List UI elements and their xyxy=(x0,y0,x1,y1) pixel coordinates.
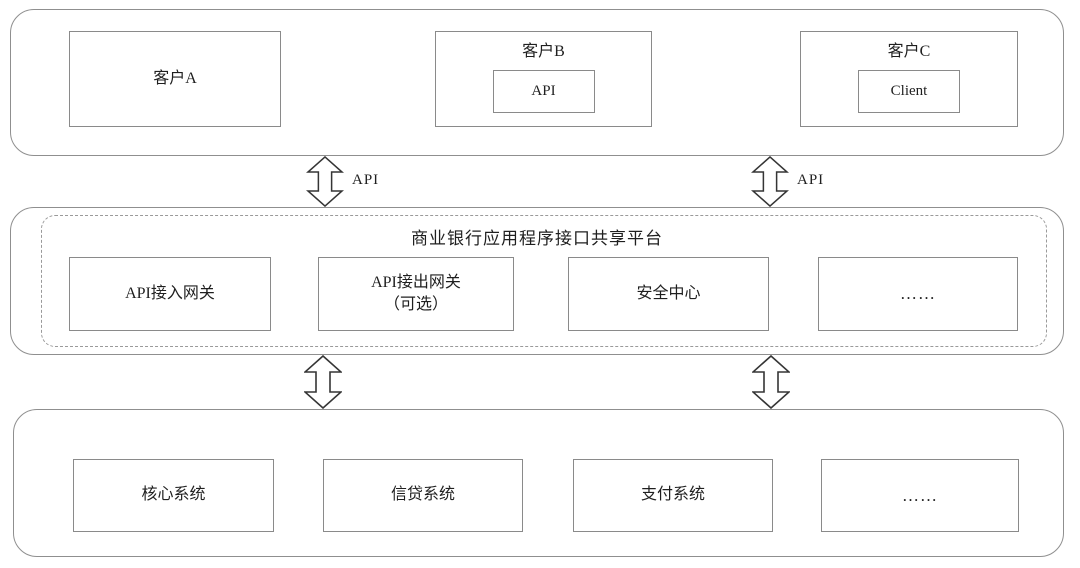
module-api-out-gateway-box: API接出网关 （可选） xyxy=(318,257,514,331)
double-arrow-icon xyxy=(752,355,790,409)
clients-band: 客户A 客户B API 客户C Client xyxy=(10,9,1064,156)
double-arrow-icon xyxy=(304,355,342,409)
platform-band: 商业银行应用程序接口共享平台 API接入网关 API接出网关 （可选） 安全中心… xyxy=(10,207,1064,355)
client-a-label: 客户A xyxy=(153,69,197,87)
module-api-in-gateway-box: API接入网关 xyxy=(69,257,271,331)
module-security-center-box: 安全中心 xyxy=(568,257,769,331)
client-c-label: 客户C xyxy=(887,43,931,60)
system-label: 支付系统 xyxy=(640,486,705,504)
platform-dashed-frame xyxy=(41,215,1047,347)
module-label: …… xyxy=(900,284,936,304)
module-label: API接出网关 xyxy=(371,273,461,291)
module-ellipsis-box: …… xyxy=(818,257,1018,331)
client-c-client-box: Client xyxy=(858,70,960,114)
client-c-client-label: Client xyxy=(890,83,928,100)
backend-band: 核心系统 信贷系统 支付系统 …… xyxy=(13,409,1064,557)
api-connector-label-left: API xyxy=(352,172,380,188)
client-a-box: 客户A xyxy=(69,31,281,127)
client-c-box: 客户C Client xyxy=(800,31,1018,127)
client-b-api-box: API xyxy=(492,70,595,114)
system-credit-box: 信贷系统 xyxy=(323,459,523,532)
client-b-label: 客户B xyxy=(522,43,565,60)
system-payment-box: 支付系统 xyxy=(573,459,773,532)
client-b-box: 客户B API xyxy=(435,31,652,127)
system-core-box: 核心系统 xyxy=(73,459,274,532)
double-arrow-icon xyxy=(306,156,344,207)
system-label: 核心系统 xyxy=(141,486,206,504)
module-label: API接入网关 xyxy=(125,284,215,302)
module-sublabel: （可选） xyxy=(383,296,448,313)
client-b-api-label: API xyxy=(531,83,556,100)
platform-title: 商业银行应用程序接口共享平台 xyxy=(411,229,663,248)
double-arrow-icon xyxy=(751,156,789,207)
system-ellipsis-box: …… xyxy=(821,459,1019,532)
system-label: …… xyxy=(902,485,938,505)
system-label: 信贷系统 xyxy=(390,486,455,504)
api-connector-label-right: API xyxy=(797,172,825,188)
module-label: 安全中心 xyxy=(636,284,701,302)
